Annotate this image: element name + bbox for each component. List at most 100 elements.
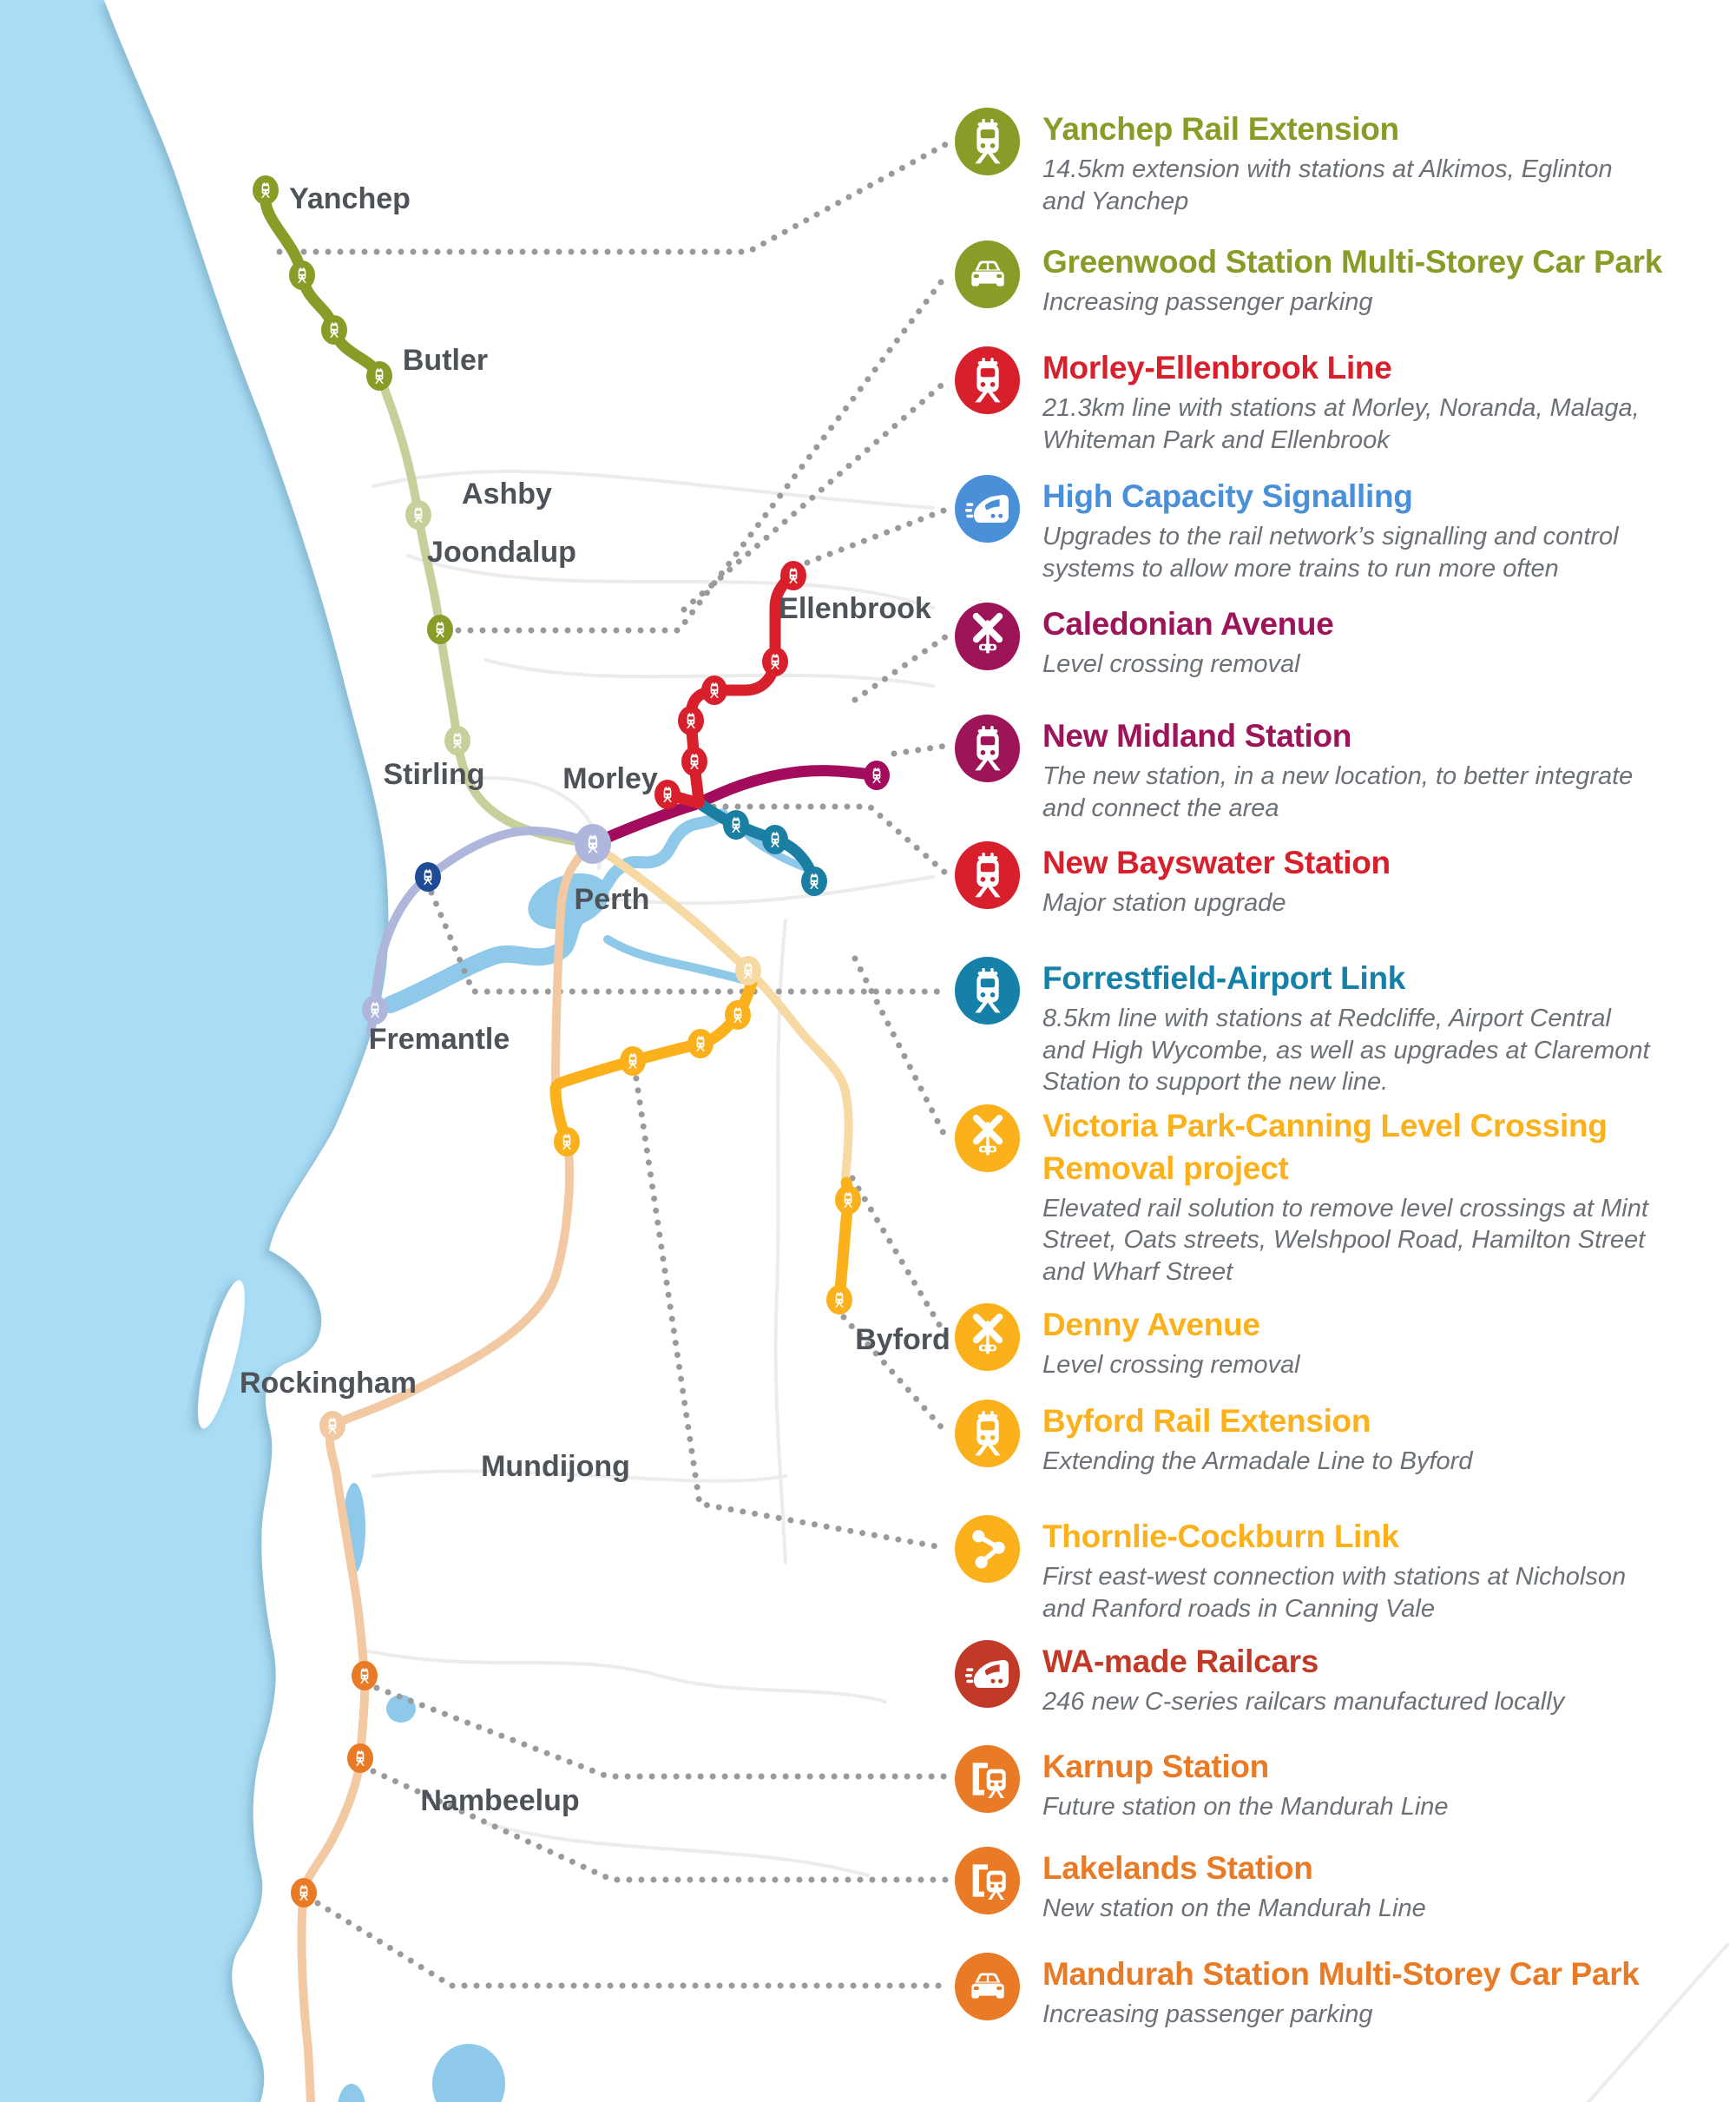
station-marker-high-wycombe — [801, 866, 827, 896]
leader-morley-ellenbrook — [681, 378, 950, 613]
map-label-mundijong: Mundijong — [481, 1450, 630, 1483]
level-crossing-icon — [955, 603, 1020, 670]
station-marker-redcliffe — [723, 810, 749, 840]
station-marker-airport-central — [762, 825, 788, 854]
armadale-line-path — [589, 840, 853, 1204]
station-marker — [321, 315, 347, 345]
station-marker-greenwood — [427, 615, 453, 644]
project-description: Upgrades to the rail network’s signallin… — [1042, 522, 1619, 583]
project-description: Increasing passenger parking — [1042, 287, 1373, 316]
project-description: Level crossing removal — [1042, 649, 1300, 678]
legend-entry-high-capacity-signalling: High Capacity Signalling Upgrades to the… — [955, 475, 1719, 584]
project-description: 8.5km line with stations at Redcliffe, A… — [1042, 1004, 1650, 1097]
map-label-rockingham: Rockingham — [240, 1367, 417, 1400]
project-title: Mandurah Station Multi-Storey Car Park — [1042, 1956, 1640, 1992]
station-marker-mandurah — [291, 1878, 317, 1908]
project-title: New Bayswater Station — [1042, 845, 1391, 880]
map-label-ashby: Ashby — [462, 478, 552, 511]
project-title: High Capacity Signalling — [1042, 478, 1413, 514]
train-icon — [955, 957, 1020, 1025]
legend-entry-new-bayswater-station: New Bayswater Station Major station upgr… — [955, 841, 1719, 919]
train-icon — [955, 1400, 1020, 1467]
station-marker-claremont — [415, 862, 441, 892]
leader-signalling — [804, 506, 950, 566]
project-description: Level crossing removal — [1042, 1350, 1300, 1379]
project-description: New station on the Mandurah Line — [1042, 1894, 1426, 1922]
leader-byford — [840, 1314, 950, 1436]
project-title: Caledonian Avenue — [1042, 606, 1334, 642]
map-label-joondalup: Joondalup — [427, 536, 576, 569]
link-network-icon — [955, 1515, 1020, 1583]
project-description: The new station, in a new location, to b… — [1042, 761, 1634, 822]
station-marker — [762, 647, 788, 676]
project-description: First east-west connection with stations… — [1042, 1562, 1627, 1623]
leader-midland — [891, 742, 950, 757]
legend-entry-new-midland-station: New Midland Station The new station, in … — [955, 715, 1719, 824]
station-marker-fremantle — [362, 995, 388, 1025]
map-label-nambeelup: Nambeelup — [420, 1784, 579, 1817]
coastline-land — [104, 0, 1736, 2102]
map-label-byford: Byford — [855, 1323, 950, 1356]
station-marker — [681, 747, 707, 776]
project-description: 21.3km line with stations at Morley, Nor… — [1042, 393, 1640, 454]
project-description: Major station upgrade — [1042, 888, 1286, 917]
map-label-morley: Morley — [562, 762, 658, 795]
station-marker-ranford — [620, 1046, 646, 1076]
station-marker-midland — [864, 761, 890, 790]
project-title: Denny Avenue — [1042, 1307, 1260, 1342]
map-label-butler: Butler — [403, 344, 488, 377]
leader-lines — [276, 141, 950, 1989]
leader-forrestfield — [428, 889, 950, 995]
leader-karnup — [373, 1684, 950, 1780]
car-icon — [955, 241, 1020, 308]
station-marker-byford — [826, 1285, 852, 1315]
leader-thornlie — [633, 1075, 950, 1552]
legend-entry-caledonian-avenue: Caledonian Avenue Level crossing removal — [955, 603, 1719, 681]
station-marker-nicholson — [687, 1029, 713, 1058]
legend-entry-forrestfield-airport-link: Forrestfield-Airport Link 8.5km line wit… — [955, 957, 1719, 1098]
level-crossing-icon — [955, 1303, 1020, 1371]
station-marker — [444, 726, 470, 755]
island — [198, 1280, 245, 1429]
train-icon — [955, 715, 1020, 782]
legend-entry-byford-rail-extension: Byford Rail Extension Extending the Arma… — [955, 1400, 1719, 1478]
legend-entry-thornlie-cockburn-link: Thornlie-Cockburn Link First east-west c… — [955, 1515, 1719, 1624]
project-description: Extending the Armadale Line to Byford — [1042, 1446, 1473, 1475]
high-speed-train-icon — [955, 475, 1020, 543]
project-title: Victoria Park-Canning Level Crossing Rem… — [1042, 1108, 1608, 1186]
map-labels: Yanchep Butler Ashby Joondalup Ellenbroo… — [240, 182, 950, 1817]
project-title: Forrestfield-Airport Link — [1042, 960, 1406, 996]
station-marker-butler — [366, 361, 392, 391]
joondalup-line-path — [375, 372, 597, 848]
project-title: Yanchep Rail Extension — [1042, 111, 1399, 147]
project-title: New Midland Station — [1042, 718, 1352, 754]
yanchep-extension-path — [259, 184, 385, 382]
legend-entry-victoria-park-canning: Victoria Park-Canning Level Crossing Rem… — [955, 1104, 1719, 1288]
station-building-icon — [955, 1847, 1020, 1914]
project-title: Karnup Station — [1042, 1749, 1269, 1784]
leader-victoria-park — [852, 955, 950, 1142]
legend-entry-lakelands-station: Lakelands Station New station on the Man… — [955, 1847, 1719, 1925]
project-title: Greenwood Station Multi-Storey Car Park — [1042, 244, 1663, 280]
project-title: Morley-Ellenbrook Line — [1042, 350, 1392, 385]
forrestfield-link-path — [693, 797, 820, 887]
leader-bayswater — [710, 803, 950, 877]
level-crossing-icon — [955, 1104, 1020, 1172]
map-label-yanchep: Yanchep — [289, 182, 411, 215]
station-building-icon — [955, 1745, 1020, 1813]
leader-mandurah — [314, 1900, 950, 1989]
project-title: WA-made Railcars — [1042, 1644, 1319, 1679]
project-description: Increasing passenger parking — [1042, 2000, 1373, 2028]
station-marker — [735, 956, 761, 985]
station-marker — [678, 706, 704, 735]
project-title: Lakelands Station — [1042, 1850, 1313, 1886]
project-title: Thornlie-Cockburn Link — [1042, 1519, 1399, 1554]
map-label-stirling: Stirling — [383, 758, 484, 791]
station-marker — [701, 675, 727, 705]
map-label-fremantle: Fremantle — [369, 1023, 510, 1056]
station-marker — [405, 500, 431, 530]
station-marker-karnup — [352, 1661, 378, 1690]
